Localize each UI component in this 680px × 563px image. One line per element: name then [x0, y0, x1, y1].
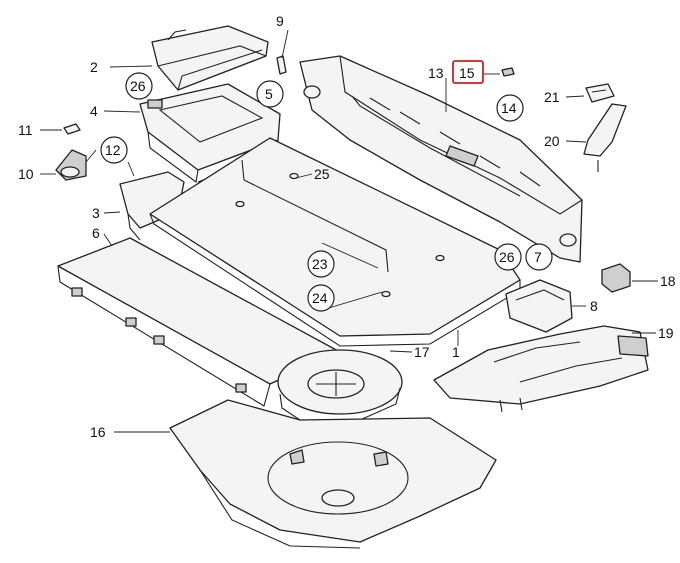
callout-17: 17	[414, 344, 430, 360]
part-15-pad	[501, 67, 515, 77]
part-2-shelf-cover	[151, 25, 269, 91]
svg-text:9: 9	[276, 13, 284, 29]
svg-text:11: 11	[18, 122, 33, 138]
svg-text:25: 25	[314, 166, 330, 182]
part-25-floor-board	[149, 137, 521, 347]
callout-5: 5	[256, 80, 284, 108]
svg-text:1: 1	[452, 344, 460, 360]
svg-text:17: 17	[414, 344, 430, 360]
part-1-foam-insert	[433, 325, 649, 413]
svg-text:12: 12	[105, 142, 121, 158]
svg-text:21: 21	[544, 89, 560, 105]
svg-text:18: 18	[660, 273, 676, 289]
callout-16: 16	[90, 424, 106, 440]
callout-1: 1	[452, 344, 460, 360]
svg-text:13: 13	[428, 65, 444, 81]
callout-7: 7	[525, 243, 553, 271]
callout-18: 18	[660, 273, 676, 289]
callout-12: 12	[100, 136, 128, 164]
svg-text:23: 23	[312, 256, 328, 272]
callout-24: 24	[307, 284, 335, 312]
callouts: 2 26 9 4 5 13 15 14 21 20	[18, 13, 676, 440]
callout-3: 3	[92, 205, 100, 221]
svg-text:15: 15	[459, 65, 475, 81]
svg-text:4: 4	[90, 103, 98, 119]
svg-text:26: 26	[499, 249, 515, 265]
callout-11: 11	[18, 122, 33, 138]
part-13-rear-trim-panel	[299, 55, 583, 263]
callout-19: 19	[658, 325, 674, 341]
part-16-spare-wheel-well	[169, 399, 497, 549]
callout-4: 4	[90, 103, 98, 119]
svg-text:24: 24	[312, 290, 328, 306]
svg-text:6: 6	[92, 225, 100, 241]
callout-14: 14	[496, 94, 524, 122]
svg-text:10: 10	[18, 166, 34, 182]
callout-8: 8	[590, 298, 598, 314]
part-11-small-clip	[63, 123, 81, 135]
callout-25: 25	[314, 166, 330, 182]
part-8-tray	[505, 279, 573, 333]
svg-text:26: 26	[130, 78, 146, 94]
callout-23: 23	[307, 250, 335, 278]
callout-2: 2	[90, 59, 98, 75]
callout-26-right: 26	[494, 243, 522, 271]
part-21-clip	[585, 83, 615, 103]
svg-text:8: 8	[590, 298, 598, 314]
part-17-spare-wheel-cover	[277, 349, 403, 421]
svg-text:7: 7	[534, 249, 542, 265]
svg-text:16: 16	[90, 424, 106, 440]
part-9-clip	[276, 55, 287, 75]
svg-text:3: 3	[92, 205, 100, 221]
callout-13: 13	[428, 65, 444, 81]
callout-9: 9	[276, 13, 284, 29]
part-18-connector	[601, 263, 631, 293]
part-20-hook	[583, 103, 627, 172]
svg-text:2: 2	[90, 59, 98, 75]
callout-21: 21	[544, 89, 560, 105]
callout-6: 6	[92, 225, 100, 241]
svg-text:20: 20	[544, 133, 560, 149]
leader-lines	[40, 29, 658, 433]
callout-26-top: 26	[125, 72, 153, 100]
callout-20: 20	[544, 133, 560, 149]
svg-text:19: 19	[658, 325, 674, 341]
svg-text:5: 5	[265, 86, 273, 102]
callout-15-highlighted: 15	[452, 60, 484, 84]
svg-text:14: 14	[501, 100, 517, 116]
callout-10: 10	[18, 166, 34, 182]
part-10-cup-clip	[55, 149, 87, 181]
